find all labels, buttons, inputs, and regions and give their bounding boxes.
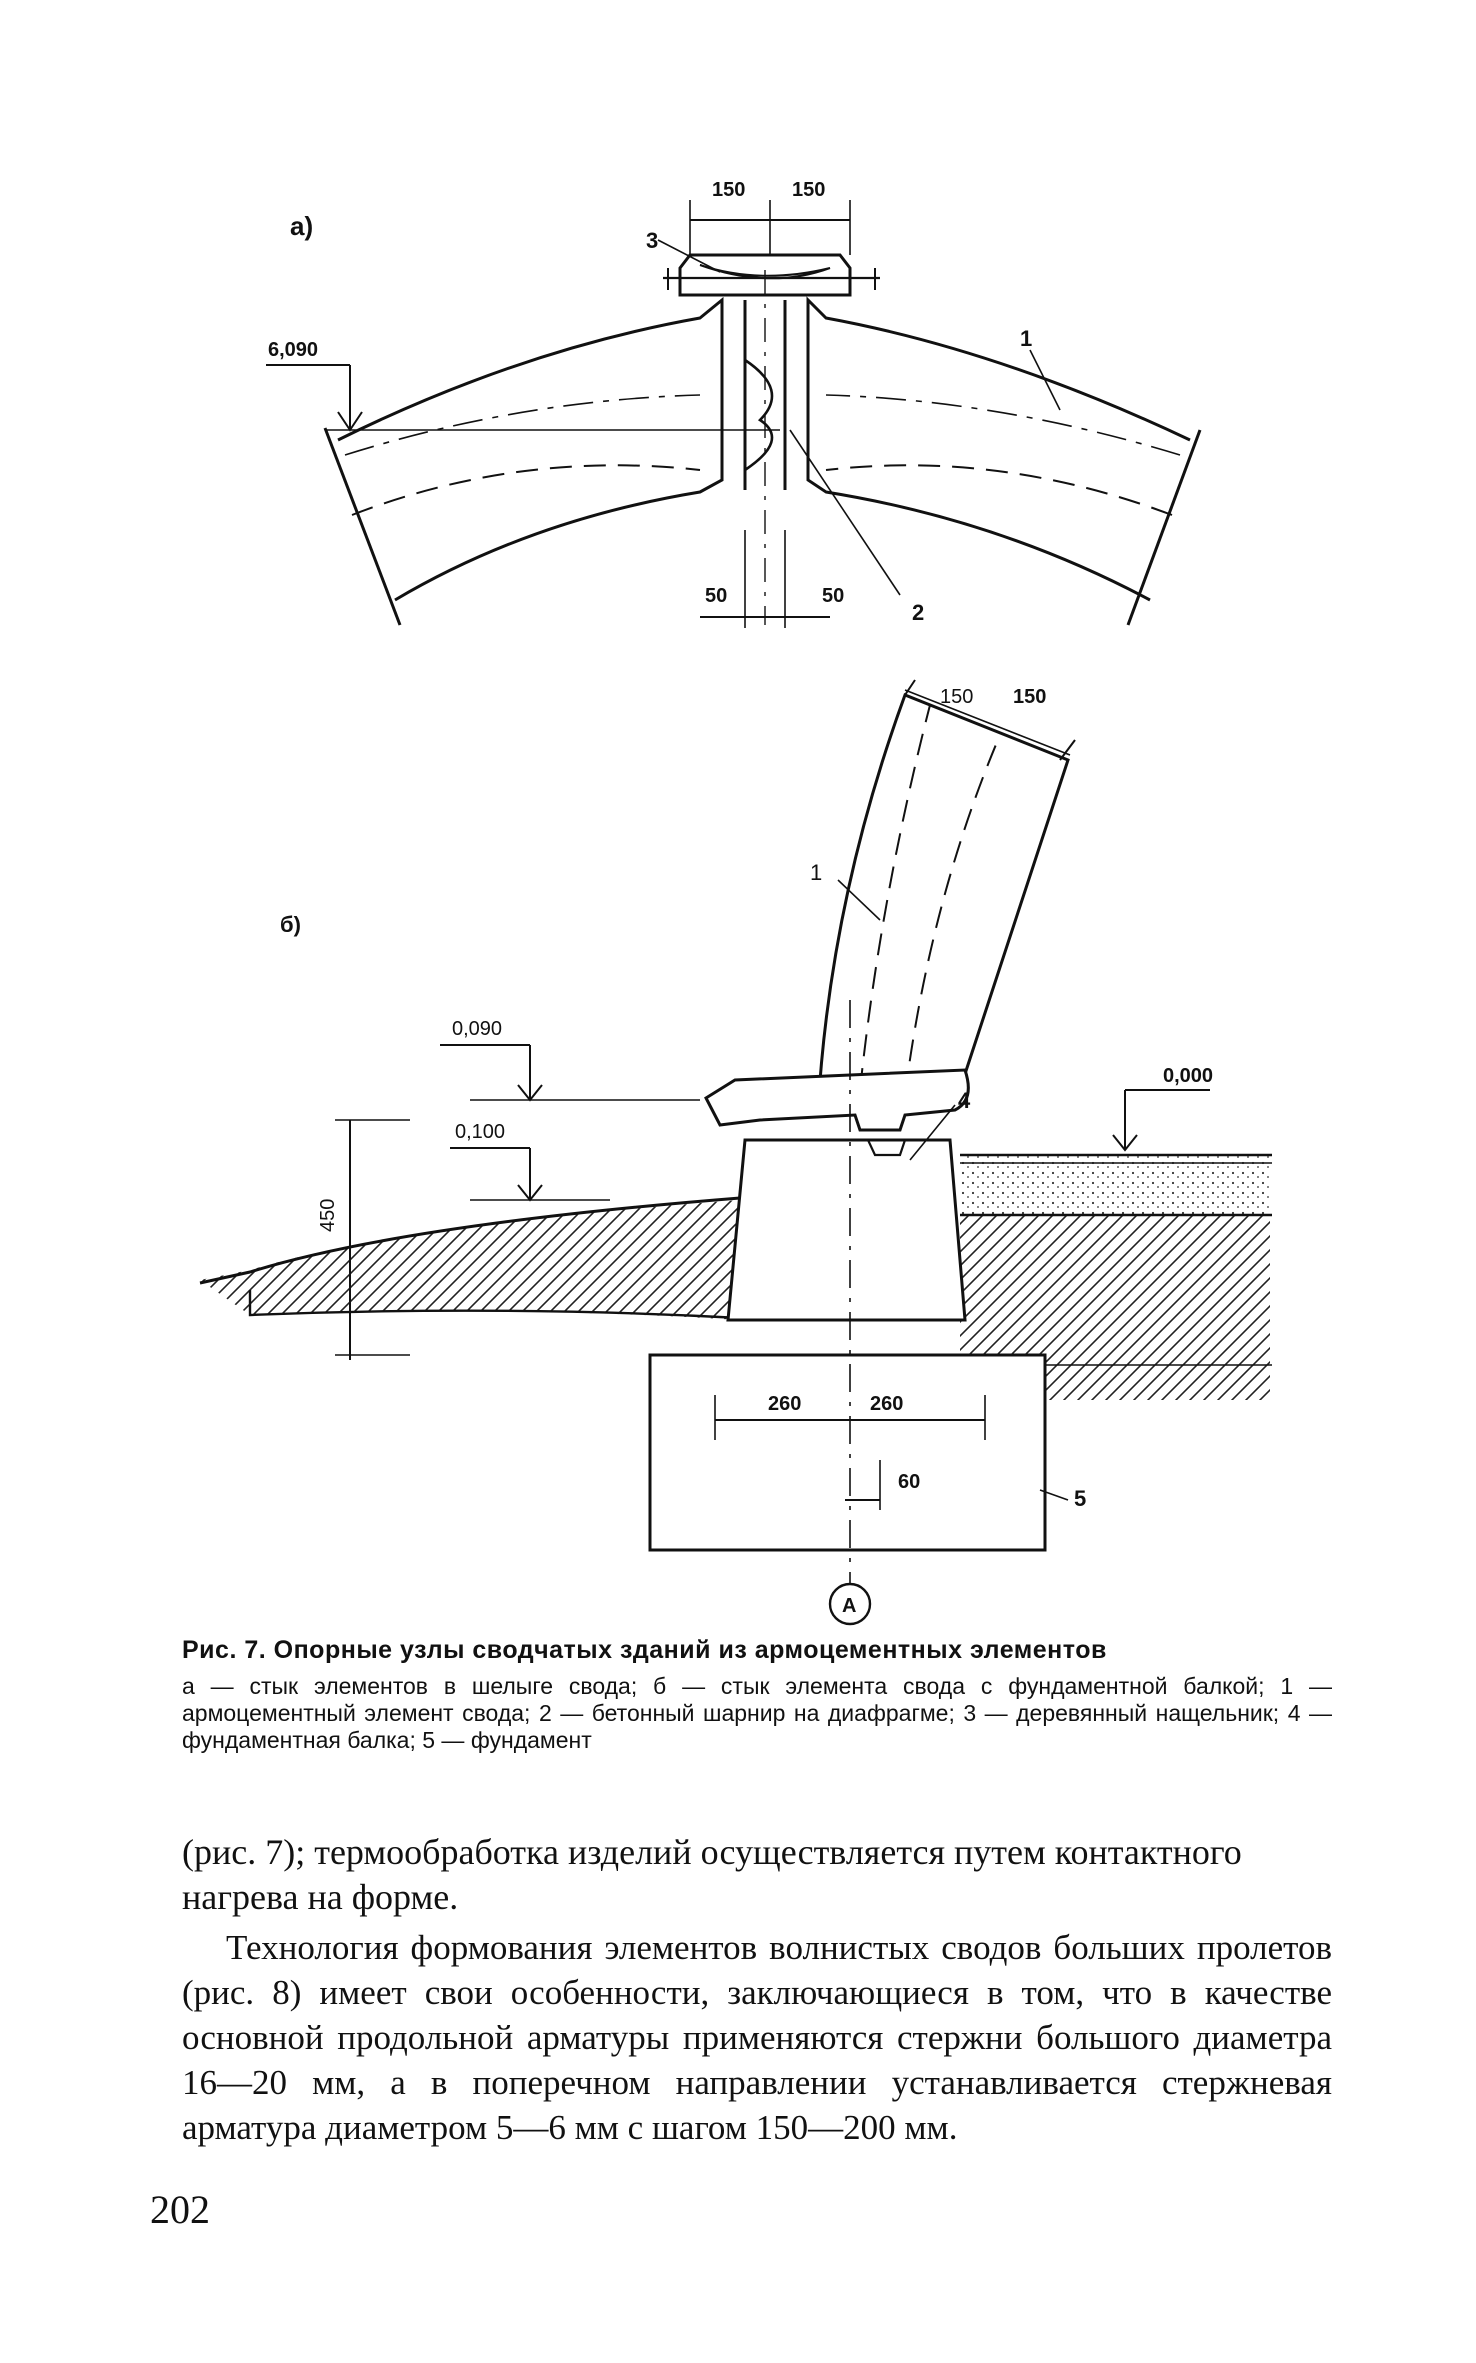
- axis-marker: [828, 1582, 872, 1626]
- concrete-hinge: [744, 358, 774, 472]
- arch-element-left: [337, 296, 724, 602]
- callout-b-1: 1: [810, 860, 822, 885]
- dim-a-bottom-left: 50: [705, 585, 727, 607]
- level-b-090: 0,090: [452, 1018, 502, 1040]
- dim-b-offset: 60: [898, 1471, 920, 1493]
- callout-a-2: 2: [912, 600, 924, 625]
- foundation-beam: [726, 1138, 967, 1322]
- dim-b-base-right: 260: [870, 1393, 903, 1415]
- callout-b-4: 4: [958, 1088, 971, 1113]
- level-b-100: 0,100: [455, 1121, 505, 1143]
- callout-a-1: 1: [1020, 326, 1032, 351]
- dim-a-bottom-right: 50: [822, 585, 844, 607]
- foundation: [648, 1353, 1047, 1552]
- dim-b-top-right: 150: [1013, 686, 1046, 708]
- body-paragraph-1: (рис. 7); термообработка изделий осущест…: [182, 1832, 1242, 1917]
- dim-a-top-right: 150: [792, 179, 825, 201]
- drawing-a: [266, 200, 1202, 628]
- callout-b-5: 5: [1074, 1486, 1086, 1511]
- dim-a-top-left: 150: [712, 179, 745, 201]
- support-shoe: [704, 1068, 970, 1132]
- panel-label-b: б): [280, 912, 301, 937]
- panel-label-a: а): [290, 211, 313, 241]
- page-number: 202: [150, 2187, 210, 2232]
- dim-b-top-left: 150: [940, 686, 973, 708]
- drawing-b: [199, 679, 1272, 1626]
- drawing-b-labels: б) 150 150 0,090 0,100 0,000 450 260 260…: [280, 686, 1213, 1617]
- height-dim-450: 450: [317, 1199, 339, 1232]
- body-paragraph-2: Технология формования элементов волнисты…: [182, 1928, 1332, 2147]
- drawing-a-labels: а) 150 150 6,090 50 50 1 2 3: [268, 179, 1032, 625]
- level-a: 6,090: [268, 339, 318, 361]
- figure-caption-title: Рис. 7. Опорные узлы сводчатых зданий из…: [182, 1636, 1107, 1664]
- figure-7-drawing: а) 150 150 6,090 50 50 1 2 3: [199, 179, 1272, 1626]
- level-b-000: 0,000: [1163, 1065, 1213, 1087]
- arch-element-b: [816, 693, 1070, 1111]
- callout-a-3: 3: [646, 228, 658, 253]
- dim-b-base-left: 260: [768, 1393, 801, 1415]
- figure-caption-body: а — стык элементов в шелыге свода; б — с…: [182, 1673, 1332, 1753]
- arch-element-right: [806, 296, 1191, 602]
- axis-label: А: [842, 1595, 856, 1617]
